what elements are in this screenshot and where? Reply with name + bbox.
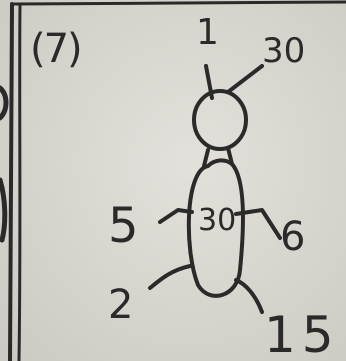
label-top: 1 [196, 12, 219, 53]
head-circle [192, 89, 248, 151]
left-upper-leg [158, 208, 194, 224]
label-low-left: 2 [108, 282, 133, 328]
label-mid-left: 5 [108, 198, 139, 254]
neighbor-stroke [0, 85, 9, 243]
label-low-right: 15 [264, 306, 340, 361]
left-lower-leg [148, 264, 192, 290]
right-lower-leg [234, 278, 264, 314]
page-border [8, 0, 346, 361]
insect-figure [148, 64, 282, 314]
problem-number: (7) [30, 26, 81, 72]
neck [202, 148, 210, 168]
label-mid-right: 6 [280, 214, 305, 260]
upper-right-stem [226, 64, 264, 94]
label-center: 30 [198, 203, 236, 238]
body-oval [186, 158, 245, 298]
label-top-right: 30 [262, 31, 305, 71]
right-upper-leg [234, 208, 282, 240]
